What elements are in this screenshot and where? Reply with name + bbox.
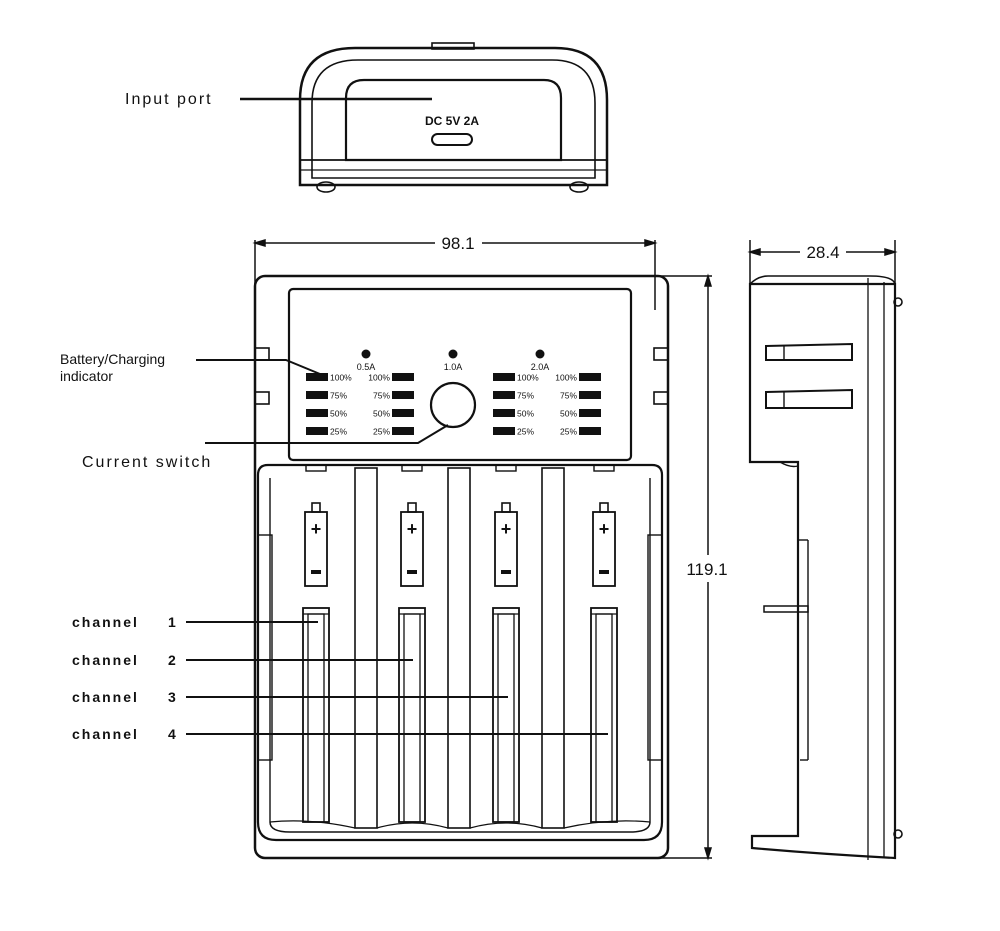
channel-number: 3 — [168, 689, 176, 705]
level-led — [306, 373, 328, 381]
positive-terminal-symbol: + — [599, 519, 610, 539]
level-label: 50% — [373, 409, 390, 419]
level-led — [306, 427, 328, 435]
channel-number: 2 — [168, 652, 176, 668]
level-led — [392, 373, 414, 381]
battery-indicator-label-2: indicator — [60, 368, 113, 384]
level-led — [392, 427, 414, 435]
channel-labels: channel 1 channel 2 channel 3 channel 4 — [72, 614, 608, 742]
channel-label: channel — [72, 689, 139, 705]
front-view — [253, 274, 670, 860]
level-led — [579, 427, 601, 435]
height-dimension — [655, 273, 713, 861]
channel-label: channel — [72, 726, 139, 742]
level-label: 75% — [517, 391, 534, 401]
battery-slot: + — [398, 464, 426, 823]
negative-terminal-symbol — [311, 570, 321, 574]
level-label: 25% — [560, 427, 577, 437]
positive-terminal-symbol: + — [407, 519, 418, 539]
channel-label: channel — [72, 614, 139, 630]
level-label: 100% — [517, 373, 539, 383]
current-value-label: 0.5A — [357, 362, 376, 372]
level-label: 75% — [330, 391, 347, 401]
level-led — [579, 373, 601, 381]
level-label: 25% — [517, 427, 534, 437]
level-label: 100% — [555, 373, 577, 383]
current-value-label: 1.0A — [444, 362, 463, 372]
level-led — [579, 391, 601, 399]
level-led — [306, 391, 328, 399]
battery-slot: + — [590, 464, 618, 823]
level-label: 50% — [560, 409, 577, 419]
channel-label: channel — [72, 652, 139, 668]
battery-slots: + + + + — [302, 464, 618, 823]
height-dimension-label: 119.1 — [686, 560, 727, 579]
level-label: 50% — [330, 409, 347, 419]
width-dimension-label: 98.1 — [441, 234, 474, 253]
battery-indicator-leader — [196, 359, 321, 375]
level-label: 25% — [330, 427, 347, 437]
level-label: 25% — [373, 427, 390, 437]
positive-terminal-symbol: + — [501, 519, 512, 539]
level-led — [579, 409, 601, 417]
current-switch-button — [429, 381, 477, 429]
battery-slot: + — [302, 464, 330, 823]
level-led — [493, 391, 515, 399]
negative-terminal-symbol — [599, 570, 609, 574]
side-view — [748, 275, 903, 860]
level-led — [493, 409, 515, 417]
current-led-dot — [535, 349, 545, 359]
battery-indicator-label: Battery/Charging — [60, 351, 165, 367]
level-label: 100% — [330, 373, 352, 383]
channel-number: 1 — [168, 614, 176, 630]
current-value-label: 2.0A — [531, 362, 550, 372]
level-label: 75% — [560, 391, 577, 401]
current-switch-leader — [205, 424, 449, 444]
level-label: 100% — [368, 373, 390, 383]
battery-slot: + — [492, 464, 520, 823]
level-label: 50% — [517, 409, 534, 419]
level-led — [392, 391, 414, 399]
level-label: 75% — [373, 391, 390, 401]
positive-terminal-symbol: + — [311, 519, 322, 539]
negative-terminal-symbol — [407, 570, 417, 574]
negative-terminal-symbol — [501, 570, 511, 574]
port-rating-label: DC 5V 2A — [425, 114, 479, 128]
level-led — [306, 409, 328, 417]
current-led-dot — [448, 349, 458, 359]
depth-dimension-label: 28.4 — [806, 243, 839, 262]
level-led — [493, 427, 515, 435]
top-view — [298, 42, 609, 193]
current-switch-label: Current switch — [82, 454, 212, 471]
channel-number: 4 — [168, 726, 176, 742]
current-led-dot — [361, 349, 371, 359]
level-led — [392, 409, 414, 417]
input-port-label: Input port — [125, 91, 213, 108]
level-led — [493, 373, 515, 381]
